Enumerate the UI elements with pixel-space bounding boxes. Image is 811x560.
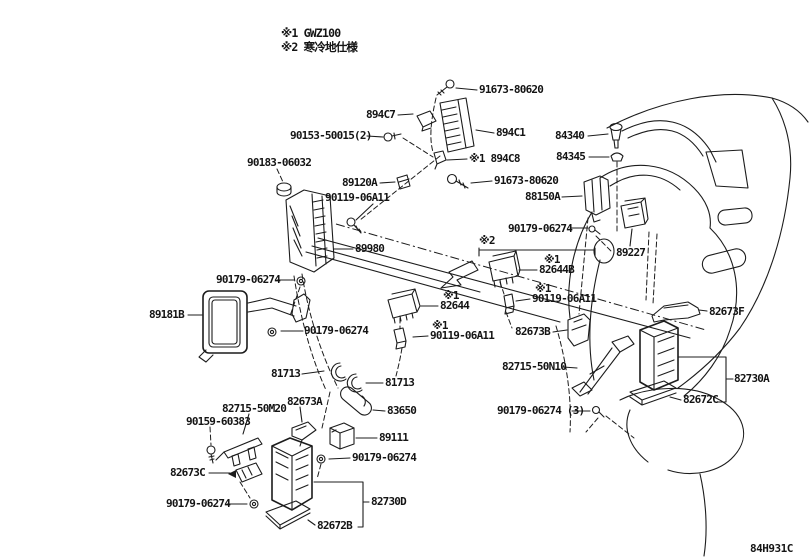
component-81713-clamp-left xyxy=(330,362,347,382)
screw-91673-2-icon xyxy=(446,173,469,189)
part-label-82730d: 82730D xyxy=(371,495,407,508)
part-label-90179-06274-low: 90179-06274 xyxy=(352,451,417,464)
component-894c7-connector xyxy=(416,110,437,132)
part-label-89980: 89980 xyxy=(355,242,385,255)
part-label-89120a: 89120A xyxy=(342,176,378,189)
part-label-90159-60383: 90159-60383 xyxy=(186,415,251,428)
part-label-84340: 84340 xyxy=(555,129,585,142)
part-label-90153-50015: 90153-50015(2) xyxy=(290,129,372,142)
nut-90179-upper-icon xyxy=(296,276,306,286)
part-label-82715-50m20: 82715-50M20 xyxy=(222,402,287,415)
part-label-894c8: ※1 894C8 xyxy=(469,152,520,165)
part-label-89111: 89111 xyxy=(379,431,409,444)
part-label-82672b: 82672B xyxy=(317,519,353,532)
part-label-82644: 82644 xyxy=(440,299,470,312)
part-label-90179-06274-dash: 90179-06274 xyxy=(508,222,573,235)
component-82673f-bracket xyxy=(651,301,701,323)
component-89980-bracket xyxy=(285,189,335,273)
part-label-90179-06274-mid: 90179-06274 xyxy=(304,324,369,337)
clip-90119-mid-icon xyxy=(393,327,407,350)
part-label-894c7: 894C7 xyxy=(366,108,396,121)
part-label-84345: 84345 xyxy=(556,150,586,163)
component-88150a-bracket xyxy=(583,175,611,223)
part-label-89181b: 89181B xyxy=(149,308,185,321)
component-81713-clamp-right xyxy=(346,373,363,393)
part-label-82673a: 82673A xyxy=(287,395,323,408)
component-82644b-relay xyxy=(488,250,521,288)
ref-mark-2: ※2 xyxy=(479,234,496,247)
part-label-82673b: 82673B xyxy=(515,325,551,338)
part-label-90179-06274-up: 90179-06274 xyxy=(216,273,281,286)
component-89120a xyxy=(396,174,411,190)
component-82730d-fuse-box xyxy=(271,437,313,511)
clip-90119-right-icon xyxy=(503,293,515,315)
component-89181b-ecu xyxy=(198,290,311,363)
component-894c8-clip xyxy=(433,150,447,170)
screw-90153-icon xyxy=(383,132,402,142)
screw-90179-x3-icon xyxy=(591,405,605,418)
component-89111-box xyxy=(329,422,355,450)
part-label-90119-06a11-m: 90119-06A11 xyxy=(430,329,495,342)
part-label-91673-80620-top: 91673-80620 xyxy=(479,83,544,96)
component-84345-grommet xyxy=(610,152,624,162)
leader-lines xyxy=(187,87,734,528)
nut-90183-icon xyxy=(276,182,292,197)
part-label-82715-50n10: 82715-50N10 xyxy=(502,360,567,373)
part-label-83650: 83650 xyxy=(387,404,417,417)
component-82644-relay xyxy=(387,288,421,324)
part-label-894c1: 894C1 xyxy=(496,126,526,139)
ref-mark-1b: ※1 xyxy=(535,282,552,295)
part-label-82673f: 82673F xyxy=(709,305,745,318)
component-83650-cylinder xyxy=(340,386,372,416)
part-label-82730a: 82730A xyxy=(734,372,770,385)
reinforcement-beam-lines xyxy=(239,97,707,499)
part-label-90119-06a11-r: 90119-06A11 xyxy=(532,292,597,305)
component-82730a-junction-box xyxy=(639,320,679,391)
ref-mark-1a: ※1 xyxy=(544,253,561,266)
legend-note-1: ※1 GWZ100 xyxy=(281,26,341,40)
component-82673c-wedge xyxy=(228,462,263,483)
part-label-81713-right: 81713 xyxy=(385,376,415,389)
component-84340-sensor xyxy=(609,122,623,149)
part-label-90179-06274-bot: 90179-06274 xyxy=(166,497,231,510)
part-label-89227: 89227 xyxy=(616,246,646,259)
part-label-90179-06274-x3: 90179-06274 (3) xyxy=(497,404,585,417)
direction-arrow xyxy=(440,260,479,289)
part-label-90119-06a11-top: 90119-06A11 xyxy=(325,191,390,204)
drawing-code: 84H931C xyxy=(750,542,793,555)
part-label-82672c: 82672C xyxy=(683,393,719,406)
screw-90159-icon xyxy=(206,445,216,464)
part-label-88150a: 88150A xyxy=(525,190,561,203)
part-label-90183-06032: 90183-06032 xyxy=(247,156,312,169)
screw-90179-dash-icon xyxy=(588,225,601,235)
part-label-91673-80620-2: 91673-80620 xyxy=(494,174,559,187)
nut-90179-bottom-icon xyxy=(249,499,259,509)
screw-90119-top-icon xyxy=(346,217,362,234)
component-82673a-bracket xyxy=(291,421,317,447)
component-82715-50m20-bracket xyxy=(215,437,263,467)
ref-mark-1d: ※1 xyxy=(432,319,449,332)
component-82673b-bracket xyxy=(567,313,591,347)
component-82672b-cover xyxy=(265,500,311,530)
nut-90179-89111-icon xyxy=(316,454,326,464)
part-label-82673c: 82673C xyxy=(170,466,206,479)
part-label-82644b: 82644B xyxy=(539,263,575,276)
component-89227-box xyxy=(620,197,649,229)
car-interior-outline xyxy=(555,93,809,557)
legend-note-2: ※2 寒冷地仕様 xyxy=(281,40,358,54)
screw-91673-top-icon xyxy=(436,79,455,96)
component-894c1-ecu xyxy=(439,97,475,153)
nut-90179-mid-icon xyxy=(267,327,277,337)
component-82672c-cover xyxy=(629,380,677,406)
ref-mark-1c: ※1 xyxy=(443,289,460,302)
part-label-81713-left: 81713 xyxy=(271,367,301,380)
component-82715-50n10-bracket xyxy=(571,335,635,397)
